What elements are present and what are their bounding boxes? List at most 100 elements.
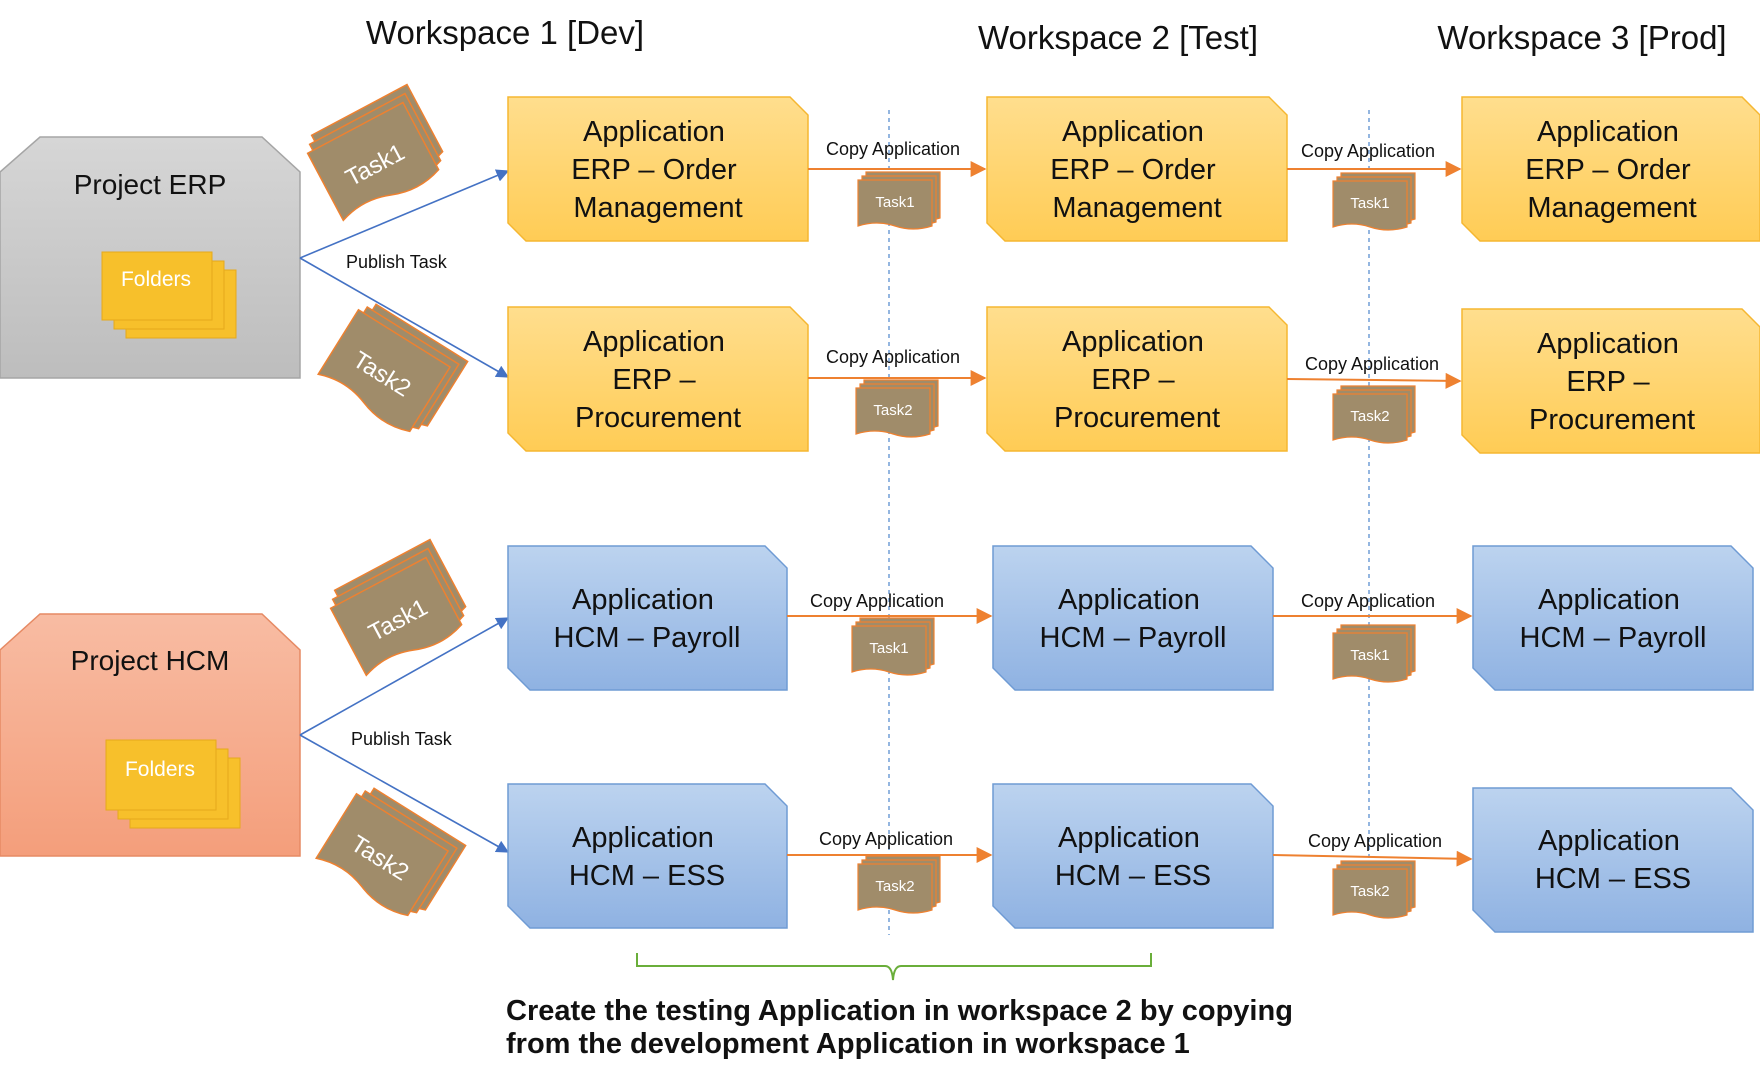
workspace-1-title: Workspace 1 [Dev] bbox=[366, 14, 644, 51]
app-title-line: HCM – Payroll bbox=[1520, 622, 1707, 654]
small-task-label: Task2 bbox=[1350, 883, 1389, 900]
small-task-label: Task2 bbox=[873, 402, 912, 419]
app-title-line: Application bbox=[1537, 116, 1679, 148]
svg-text:Application HCM – ESS: Application HCM – ESS bbox=[569, 822, 725, 892]
task-stack-erp-task2: Task2 bbox=[316, 303, 469, 433]
small-task-r4-a: Task2 bbox=[857, 855, 941, 914]
app-hcm-ess-ws1: Application HCM – ESS bbox=[507, 783, 788, 929]
small-task-label: Task1 bbox=[1350, 195, 1389, 212]
task-stack-erp-task1: Task1 bbox=[306, 83, 444, 222]
copy-arrow-r2-ws2-ws3 bbox=[1286, 372, 1462, 389]
app-title-line: Application bbox=[1058, 584, 1200, 616]
svg-text:Application ERP –: Application ERP – Procurement bbox=[1529, 328, 1695, 436]
svg-text:Application HCM – ESS: Application HCM – ESS bbox=[1055, 822, 1211, 892]
app-title-line: Management bbox=[573, 192, 742, 224]
small-task-r3-b: Task1 bbox=[1332, 624, 1416, 683]
app-title-line: HCM – ESS bbox=[1535, 863, 1691, 895]
svg-text:Application ERP – Order: Application ERP – Order Management bbox=[1050, 116, 1224, 224]
svg-text:Application ERP – Order: Application ERP – Order Management bbox=[571, 116, 745, 224]
app-title-line: Application bbox=[1062, 326, 1204, 358]
small-task-label: Task1 bbox=[1350, 647, 1389, 664]
app-title-line: ERP – bbox=[1566, 366, 1650, 398]
copy-label-r1-b: Copy Application bbox=[1301, 141, 1435, 161]
app-title-line: ERP – bbox=[612, 364, 696, 396]
app-title-line: HCM – ESS bbox=[569, 860, 725, 892]
svg-text:Application ERP – Order: Application ERP – Order Management bbox=[1525, 116, 1699, 224]
project-erp-label: Project ERP bbox=[74, 169, 227, 200]
project-hcm-label: Project HCM bbox=[71, 645, 230, 676]
app-title-line: Application bbox=[1538, 584, 1680, 616]
svg-text:Application HCM – Payrol: Application HCM – Payroll bbox=[1040, 584, 1227, 654]
small-task-r1-b: Task1 bbox=[1332, 172, 1416, 231]
app-erp-order-ws1: Application ERP – Order Management bbox=[507, 96, 809, 242]
curly-brace bbox=[636, 953, 1152, 981]
app-hcm-ess-ws2: Application HCM – ESS bbox=[992, 783, 1274, 929]
app-hcm-payroll-ws2: Application HCM – Payroll bbox=[992, 545, 1274, 691]
app-title-line: Application bbox=[583, 116, 725, 148]
copy-label-r1-a: Copy Application bbox=[826, 139, 960, 159]
app-title-line: Application bbox=[583, 326, 725, 358]
small-task-r2-a: Task2 bbox=[855, 379, 939, 438]
publish-arrow-hcm-ess bbox=[299, 734, 510, 853]
app-title-line: HCM – ESS bbox=[1055, 860, 1211, 892]
app-erp-procurement-ws3: Application ERP – Procurement bbox=[1461, 308, 1760, 454]
publish-arrow-erp-procurement bbox=[299, 257, 510, 378]
app-title-line: ERP – Order bbox=[1050, 154, 1216, 186]
app-title-line: Management bbox=[1052, 192, 1221, 224]
app-title-line: ERP – Order bbox=[571, 154, 737, 186]
app-title-line: Application bbox=[1538, 825, 1680, 857]
app-title-line: HCM – Payroll bbox=[554, 622, 741, 654]
small-task-r1-a: Task1 bbox=[857, 171, 941, 230]
app-erp-procurement-ws1: Application ERP – Procurement bbox=[507, 306, 809, 452]
folders-stack-erp: Folders bbox=[101, 251, 237, 339]
app-title-line: Application bbox=[1058, 822, 1200, 854]
app-title-line: Procurement bbox=[575, 402, 741, 434]
svg-text:Application ERP –: Application ERP – Procurement bbox=[1054, 326, 1220, 434]
copy-label-r3-a: Copy Application bbox=[810, 591, 944, 611]
publish-task-label-erp: Publish Task bbox=[346, 252, 448, 272]
copy-label-r2-b: Copy Application bbox=[1305, 354, 1439, 374]
task-stack-hcm-task2: Task2 bbox=[314, 787, 467, 917]
small-task-label: Task1 bbox=[875, 194, 914, 211]
folders-label-hcm: Folders bbox=[125, 758, 195, 781]
caption-line-1: Create the testing Application in worksp… bbox=[506, 995, 1293, 1027]
small-task-r3-a: Task1 bbox=[851, 617, 935, 676]
project-erp: Project ERP Folders bbox=[0, 136, 301, 379]
copy-label-r2-a: Copy Application bbox=[826, 347, 960, 367]
task-stack-hcm-task1: Task1 bbox=[329, 538, 467, 677]
publish-task-label-hcm: Publish Task bbox=[351, 729, 453, 749]
copy-label-r4-a: Copy Application bbox=[819, 829, 953, 849]
svg-text:Application HCM – Payrol: Application HCM – Payroll bbox=[1520, 584, 1707, 654]
folders-label-erp: Folders bbox=[121, 268, 191, 291]
copy-label-r4-b: Copy Application bbox=[1308, 831, 1442, 851]
app-title-line: Procurement bbox=[1529, 404, 1695, 436]
svg-text:Application ERP –: Application ERP – Procurement bbox=[575, 326, 741, 434]
copy-arrow-r4-ws2-ws3 bbox=[1272, 850, 1473, 867]
caption-line-2: from the development Application in work… bbox=[506, 1028, 1190, 1060]
app-title-line: ERP – Order bbox=[1525, 154, 1691, 186]
copy-label-r3-b: Copy Application bbox=[1301, 591, 1435, 611]
publish-arrow-erp-order bbox=[299, 169, 510, 259]
app-hcm-payroll-ws1: Application HCM – Payroll bbox=[507, 545, 788, 691]
small-task-label: Task1 bbox=[869, 640, 908, 657]
app-title-line: ERP – bbox=[1091, 364, 1175, 396]
small-task-r4-b: Task2 bbox=[1332, 860, 1416, 919]
app-hcm-ess-ws3: Application HCM – ESS bbox=[1472, 787, 1754, 933]
small-task-r2-b: Task2 bbox=[1332, 385, 1416, 444]
project-hcm: Project HCM Folders bbox=[0, 613, 301, 857]
workspace-3-title: Workspace 3 [Prod] bbox=[1437, 19, 1726, 56]
app-hcm-payroll-ws3: Application HCM – Payroll bbox=[1472, 545, 1754, 691]
app-title-line: Management bbox=[1527, 192, 1696, 224]
app-erp-order-ws2: Application ERP – Order Management bbox=[986, 96, 1288, 242]
svg-text:Application HCM – ESS: Application HCM – ESS bbox=[1535, 825, 1691, 895]
workspace-2-title: Workspace 2 [Test] bbox=[978, 19, 1258, 56]
small-task-label: Task2 bbox=[1350, 408, 1389, 425]
app-erp-procurement-ws2: Application ERP – Procurement bbox=[986, 306, 1288, 452]
app-title-line: Application bbox=[572, 584, 714, 616]
app-title-line: Application bbox=[1062, 116, 1204, 148]
app-title-line: Procurement bbox=[1054, 402, 1220, 434]
svg-text:Application HCM – Payrol: Application HCM – Payroll bbox=[554, 584, 741, 654]
folders-stack-hcm: Folders bbox=[105, 739, 241, 829]
publish-arrow-hcm-payroll bbox=[299, 617, 510, 736]
